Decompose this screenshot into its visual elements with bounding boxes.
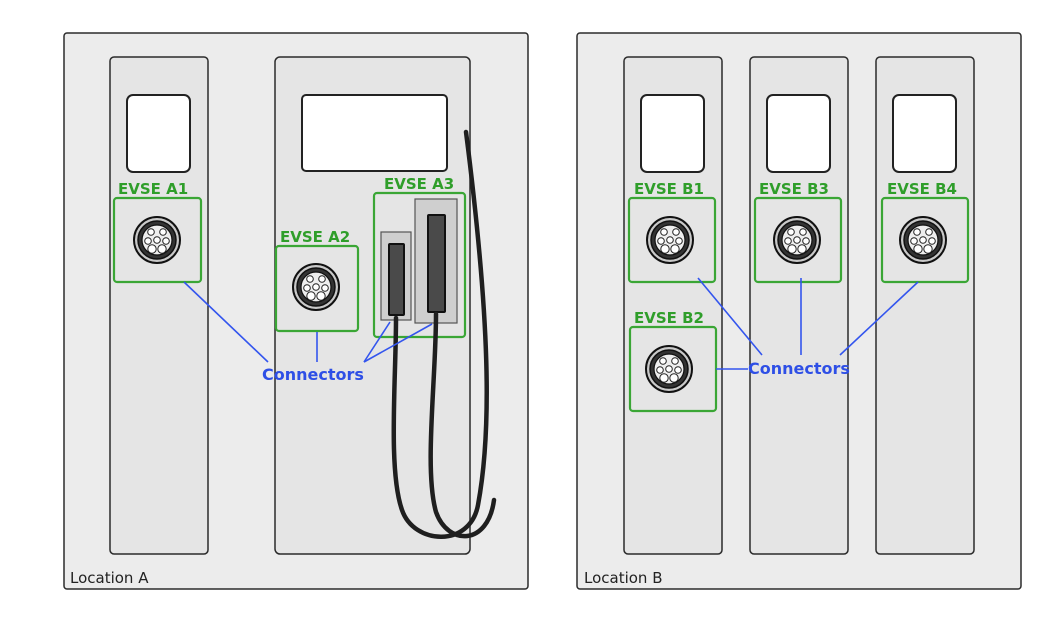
- location-b: Location B EVSE B1 EVSE B2 EVSE B3 EVSE …: [576, 32, 1022, 590]
- charging-cable: [428, 311, 497, 539]
- evse-b4-label: EVSE B4: [887, 180, 957, 198]
- location-a-label: Location A: [70, 569, 149, 587]
- leader-line: [363, 323, 433, 363]
- evse-a2-label: EVSE A2: [280, 228, 350, 246]
- leader-line: [839, 281, 919, 356]
- cable-handle-right: [427, 214, 446, 313]
- evse-a3-box: [372, 191, 467, 339]
- display-screen: [640, 94, 705, 173]
- connectors-label-b: Connectors: [748, 359, 850, 378]
- evse-a2-box: [274, 244, 360, 333]
- display-screen-wide: [301, 94, 448, 172]
- connector-plug-icon: [133, 216, 181, 264]
- evse-b1-box: [627, 196, 717, 284]
- location-a: Location A EVSE A1 EVSE A2 EVSE A3 Conne…: [63, 32, 529, 590]
- connector-plug-icon: [645, 345, 693, 393]
- charging-cable: [391, 129, 489, 539]
- display-screen: [126, 94, 191, 173]
- location-b-label: Location B: [584, 569, 663, 587]
- connectors-label-a: Connectors: [262, 365, 364, 384]
- display-screen: [766, 94, 831, 173]
- evse-b3-box: [753, 196, 843, 284]
- charger-pillar-b1: [623, 56, 723, 555]
- connector-plug-icon: [292, 263, 340, 311]
- leader-line: [183, 281, 269, 363]
- evse-a1-box: [112, 196, 203, 284]
- evse-b3-label: EVSE B3: [759, 180, 829, 198]
- evse-b4-box: [880, 196, 970, 284]
- connector-plug-icon: [773, 216, 821, 264]
- connector-plug-icon: [646, 216, 694, 264]
- evse-b2-label: EVSE B2: [634, 309, 704, 327]
- cable-handle-left: [388, 243, 405, 316]
- evse-b1-label: EVSE B1: [634, 180, 704, 198]
- evse-a1-label: EVSE A1: [118, 180, 188, 198]
- display-screen: [892, 94, 957, 173]
- leader-line: [363, 321, 391, 363]
- charger-pillar-b3: [749, 56, 849, 555]
- leader-line: [697, 277, 763, 356]
- evse-a3-label: EVSE A3: [384, 175, 454, 193]
- connector-plug-icon: [899, 216, 947, 264]
- charger-pillar-b4: [875, 56, 975, 555]
